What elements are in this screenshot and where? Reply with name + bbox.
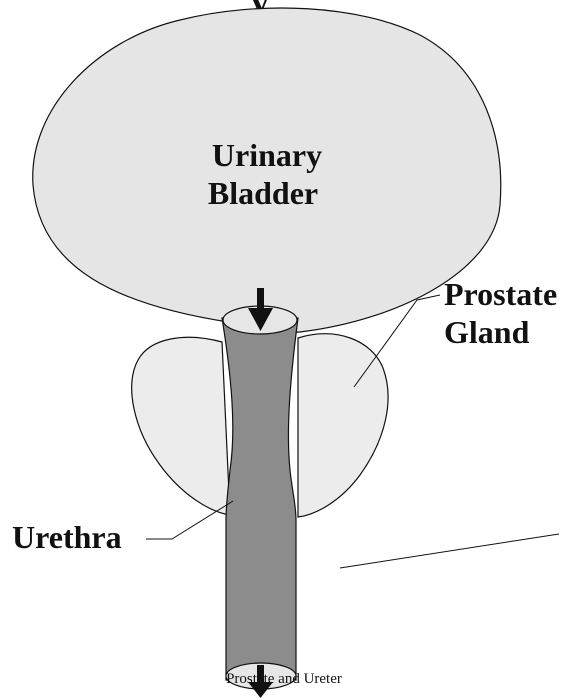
urethra-tube	[222, 318, 298, 680]
bladder-label-line2: Bladder	[208, 175, 318, 211]
prostate-left-lobe	[132, 337, 230, 515]
unlabeled-pointer-line	[340, 534, 559, 568]
urethra-label: Urethra	[12, 519, 122, 555]
prostate-right-lobe	[298, 334, 388, 517]
prostate-label-line2: Gland	[444, 314, 530, 350]
prostate-label-line1: Prostate	[444, 276, 557, 312]
bladder-label-line1: Urinary	[212, 137, 322, 173]
caption: Prostate and Ureter	[226, 671, 342, 687]
